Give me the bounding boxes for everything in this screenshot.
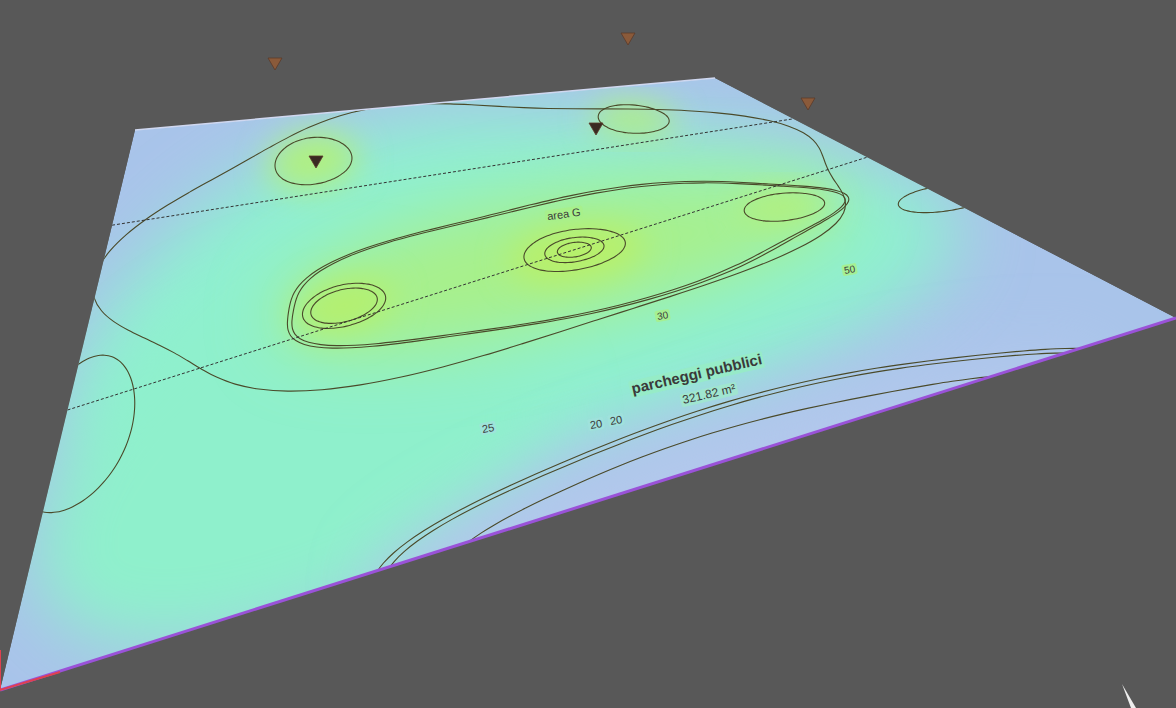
illuminance-shade: [509, 224, 646, 284]
illuminance-shade: [278, 179, 850, 353]
luminaire: [309, 156, 323, 168]
luminaire: [801, 98, 815, 110]
isolux-contour: [744, 193, 824, 222]
illuminance-shade: [379, 353, 1109, 614]
isolux-contour: [302, 283, 385, 328]
isolux-contour: [20, 355, 135, 512]
parking-line: [68, 157, 868, 410]
illuminance-shade: [294, 276, 394, 335]
isolux-contour: [275, 137, 352, 185]
parking-line: [112, 119, 793, 225]
luminaire: [621, 33, 635, 45]
illuminance-shade: [592, 103, 676, 135]
illuminance-plane: [0, 78, 1176, 690]
isolux-contour: [382, 353, 1110, 619]
isolux-contour: [93, 104, 846, 392]
isolux-contour: [311, 288, 378, 323]
luminaire: [268, 58, 282, 70]
isolux-contour: [287, 181, 848, 348]
axis-marker: [0, 650, 60, 690]
isolux-contour: [898, 184, 993, 213]
luminaire: [589, 123, 603, 135]
isolux-contour: [371, 348, 1124, 625]
cursor: [1122, 684, 1136, 708]
plane-edge: [135, 78, 715, 130]
luminaires: [268, 33, 815, 168]
illuminance-shade: [739, 190, 830, 224]
plane-edge: [0, 318, 1176, 690]
plane-ground: [0, 78, 1176, 690]
isolux-contour: [453, 376, 1035, 584]
